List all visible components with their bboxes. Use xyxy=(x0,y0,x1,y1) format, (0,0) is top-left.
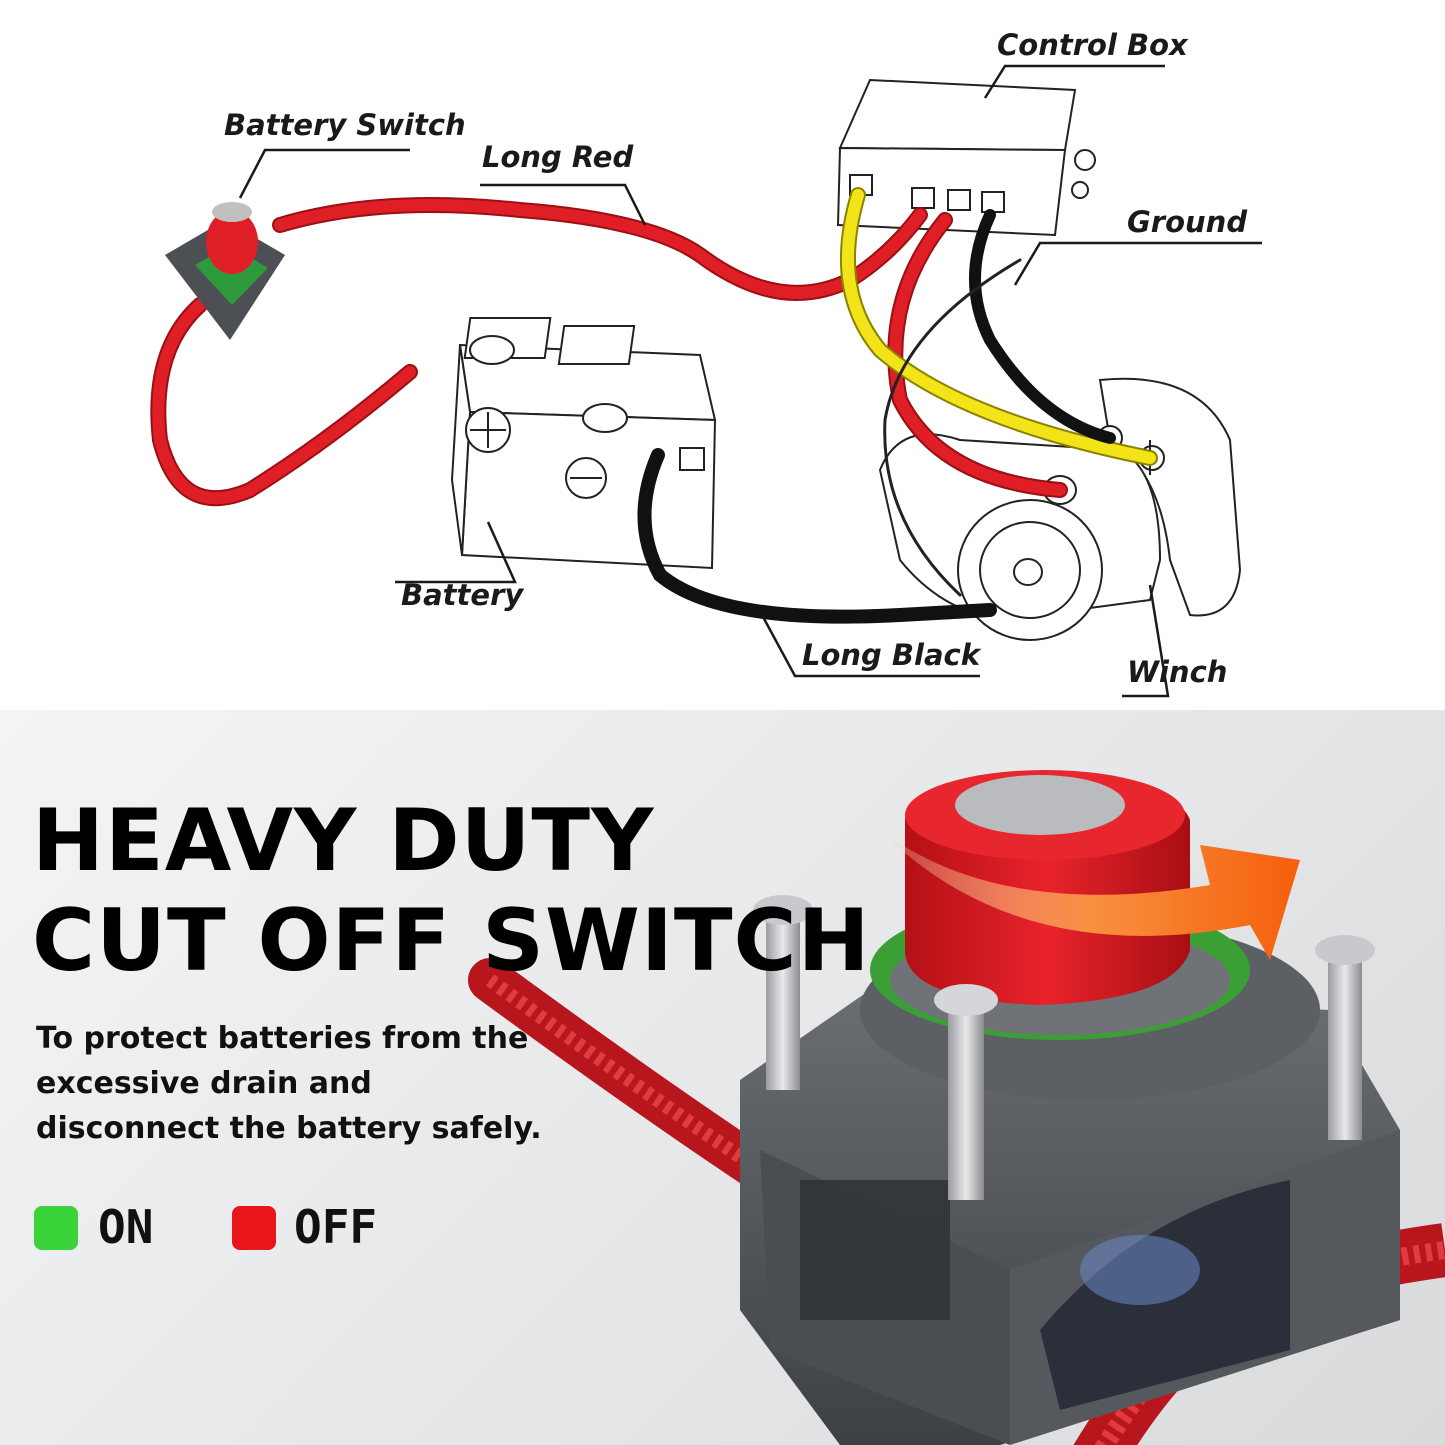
legend-off-label: OFF xyxy=(294,1200,378,1254)
wiring-diagram: Control Box Battery Switch Long Red Grou… xyxy=(0,0,1445,710)
label-battery-switch: Battery Switch xyxy=(224,108,466,142)
legend-off-swatch xyxy=(232,1206,276,1250)
label-leaders xyxy=(238,64,1262,698)
headline-line-2: CUT OFF SWITCH xyxy=(32,891,871,991)
battery-switch-icon xyxy=(165,202,285,340)
control-box-drawing xyxy=(836,78,1096,237)
label-long-black: Long Black xyxy=(802,638,980,672)
label-control-box: Control Box xyxy=(997,28,1188,62)
promo-section: HEAVY DUTY CUT OFF SWITCH To protect bat… xyxy=(0,710,1445,1445)
label-long-red: Long Red xyxy=(482,140,634,174)
legend-on-swatch xyxy=(34,1206,78,1250)
description-text: To protect batteries from the excessive … xyxy=(36,1021,542,1146)
label-winch: Winch xyxy=(1127,655,1228,689)
legend-on-label: ON xyxy=(98,1200,154,1254)
winch-drawing xyxy=(878,377,1242,641)
diagram-illustration xyxy=(150,64,1262,698)
wires xyxy=(150,187,1158,624)
bolts xyxy=(753,895,1375,1200)
label-ground: Ground xyxy=(1127,205,1248,239)
label-battery: Battery xyxy=(401,578,524,612)
headline-line-1: HEAVY DUTY xyxy=(32,791,655,891)
switch-product-illustration xyxy=(468,770,1445,1445)
